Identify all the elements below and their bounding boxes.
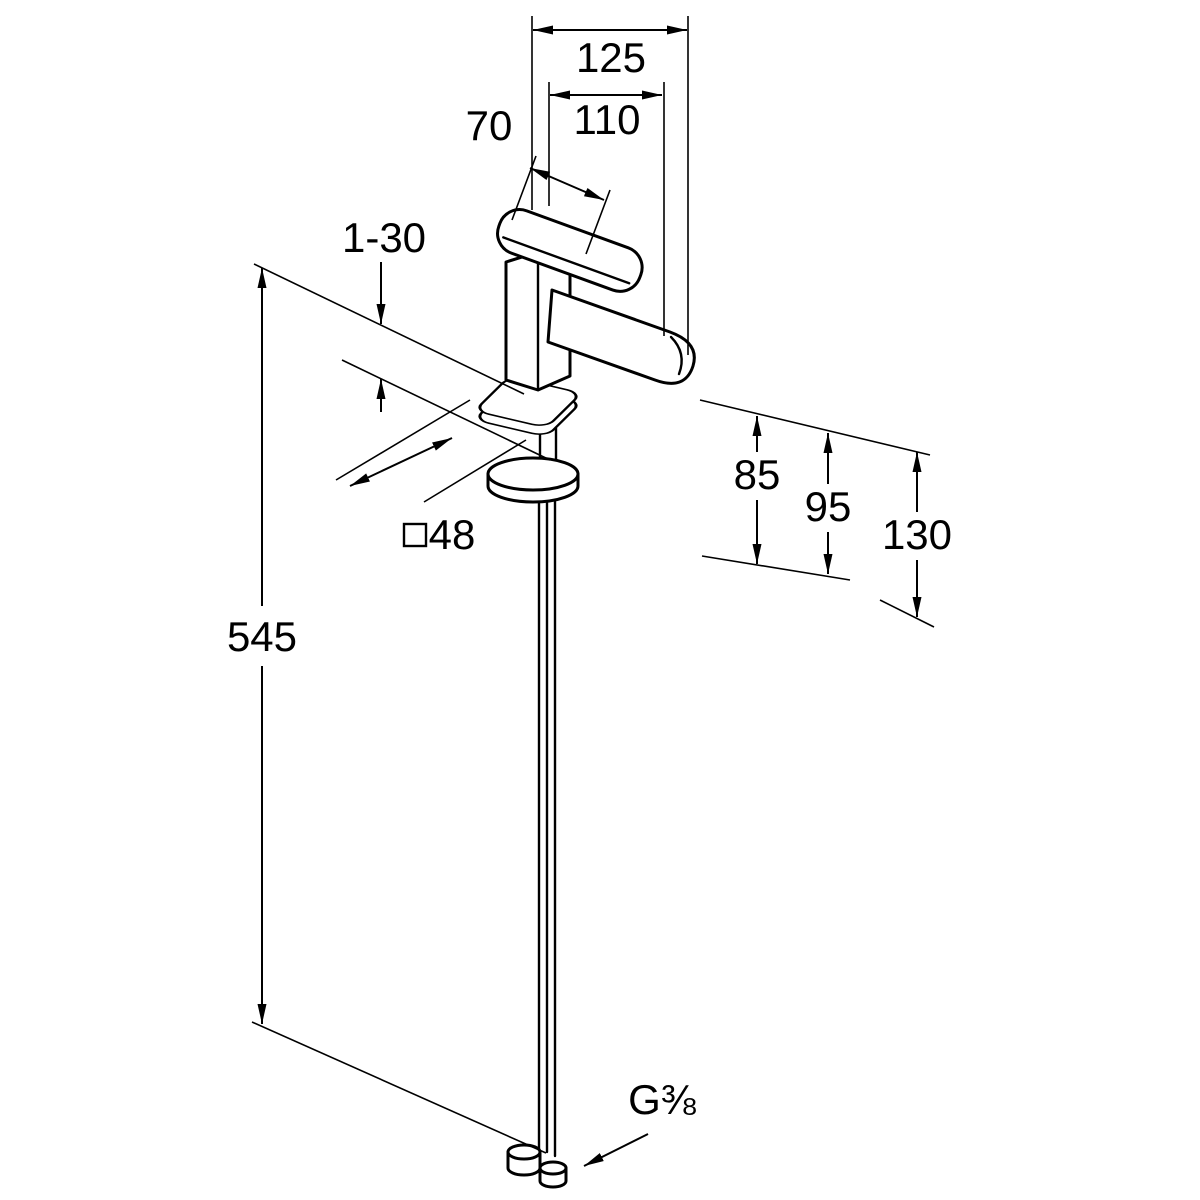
dimension-95: 95 bbox=[805, 433, 852, 574]
faucet-spout bbox=[546, 288, 696, 385]
spout-outline bbox=[546, 288, 696, 385]
spout-height-reference-line bbox=[699, 399, 931, 456]
dimension-label-1-30: 1-30 bbox=[342, 214, 426, 261]
faucet-assembly bbox=[478, 208, 696, 1189]
square-symbol bbox=[402, 522, 428, 548]
dimension-label-85: 85 bbox=[734, 451, 781, 498]
leader-line bbox=[583, 1133, 649, 1167]
hose-end-fittings bbox=[506, 1143, 568, 1189]
faucet-handle bbox=[496, 208, 644, 293]
spout-end-face bbox=[669, 335, 683, 376]
supply-hoses bbox=[537, 484, 557, 1158]
dimension-line bbox=[529, 167, 605, 201]
washer-top bbox=[486, 456, 580, 492]
counter-surface-line bbox=[253, 263, 525, 395]
hose-end-plane-line bbox=[251, 1021, 547, 1154]
extension-lines bbox=[251, 16, 935, 1154]
dimension-label-545: 545 bbox=[227, 613, 297, 660]
handle-lever bbox=[496, 208, 644, 293]
dimension-label-110: 110 bbox=[574, 96, 641, 143]
mounting-washer bbox=[486, 456, 580, 504]
extension-line bbox=[511, 155, 537, 221]
dimension-48: 48 bbox=[349, 437, 476, 558]
dimension-label-70: 70 bbox=[466, 102, 513, 149]
thread-callout-g38: G⅜ bbox=[583, 1076, 697, 1167]
dimension-1-30: 1-30 bbox=[342, 214, 426, 412]
dimension-130: 130 bbox=[882, 452, 952, 617]
dimension-85: 85 bbox=[734, 416, 781, 564]
dimension-70: 70 bbox=[466, 102, 605, 201]
base-plate bbox=[478, 378, 578, 435]
counter-underside-line bbox=[341, 359, 551, 461]
dimension-label-95: 95 bbox=[805, 483, 852, 530]
handle-edge-line bbox=[502, 236, 631, 285]
dimension-545: 545 bbox=[227, 268, 297, 1024]
fitting-nut bbox=[538, 1160, 568, 1176]
dimension-label-125: 125 bbox=[576, 34, 646, 81]
thread-label-g38: G⅜ bbox=[628, 1076, 697, 1123]
dimension-110: 110 bbox=[550, 90, 662, 143]
counter-reference-line bbox=[879, 599, 935, 628]
dimension-label-48: 48 bbox=[429, 511, 476, 558]
extension-line bbox=[585, 189, 611, 255]
fitting-nut bbox=[506, 1143, 542, 1161]
dimension-125: 125 bbox=[533, 25, 687, 81]
counter-reference-line bbox=[701, 555, 851, 581]
extension-line bbox=[423, 439, 527, 503]
dimension-line bbox=[349, 437, 453, 487]
dimension-label-130: 130 bbox=[882, 511, 952, 558]
